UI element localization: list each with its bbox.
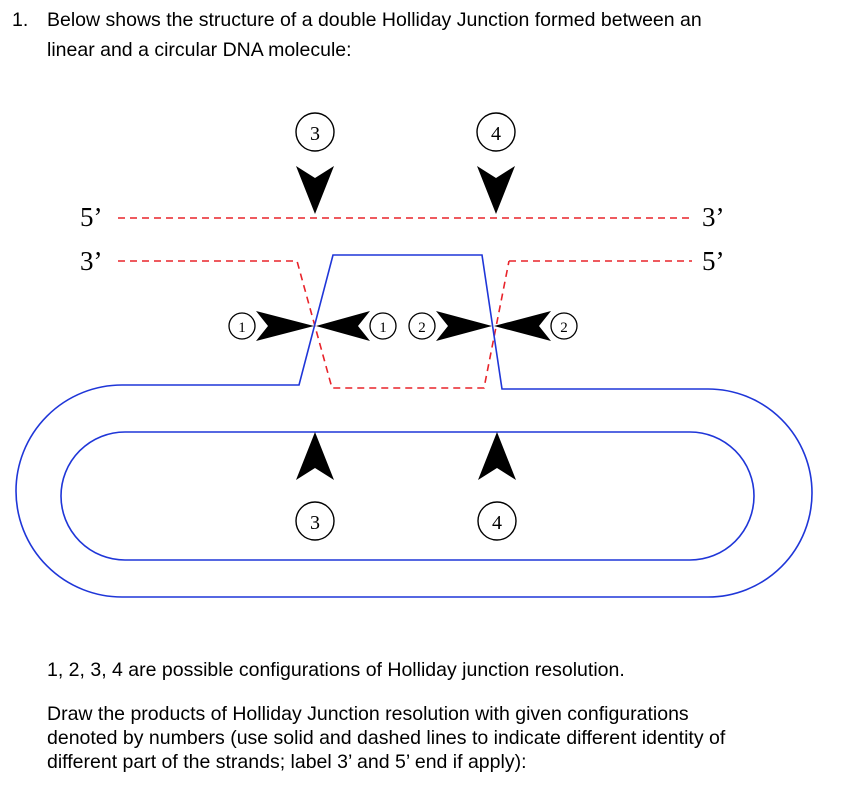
marker-circle [477,501,517,541]
arrowhead-up-icon [296,432,334,480]
side-marker-2-left: 2 [408,311,492,341]
marker-label: 4 [492,512,502,534]
marker-circle [476,112,516,152]
question-text-line1: Below shows the structure of a double Ho… [47,9,702,31]
circular-outer-strand [15,254,813,598]
marker-circle [369,312,397,340]
configurations-note: 1, 2, 3, 4 are possible configurations o… [47,659,625,681]
arrowhead-right-icon [256,311,314,341]
linear-dna [118,217,692,389]
marker-circle [228,312,256,340]
double-holliday-junction-diagram: 5’ 3’ 3’ 5’ 3 4 1 1 2 2 3 [15,112,813,598]
question-number: 1. [12,9,29,31]
marker-label: 3 [310,512,320,534]
marker-circle [295,112,335,152]
question-text-line2: linear and a circular DNA molecule: [47,39,352,61]
marker-label: 3 [310,123,320,145]
end-label-left-top: 5’ [80,202,103,232]
marker-circle [408,312,436,340]
end-label-left-bottom: 3’ [80,246,103,276]
instruction-line1: Draw the products of Holliday Junction r… [47,703,689,725]
circular-inner-strand [60,431,755,561]
linear-bottom-strand-left [118,260,510,389]
arrowhead-right-icon [436,311,492,341]
side-marker-1-right: 1 [316,311,397,341]
side-marker-1-left: 1 [228,311,314,341]
top-marker-4: 4 [476,112,516,214]
instruction-line3: different part of the strands; label 3’ … [47,751,527,773]
bottom-marker-4: 4 [477,432,517,541]
instruction-line2: denoted by numbers (use solid and dashed… [47,727,726,749]
arrowhead-left-icon [494,311,551,341]
marker-label: 1 [238,320,246,336]
arrowhead-down-icon [296,166,334,214]
arrowhead-left-icon [316,311,370,341]
bottom-marker-3: 3 [295,432,335,541]
circular-dna [15,254,813,598]
end-label-right-bottom: 5’ [702,246,725,276]
side-marker-2-right: 2 [494,311,578,341]
marker-circle [550,312,578,340]
marker-label: 2 [418,320,426,336]
marker-label: 2 [560,320,568,336]
arrowhead-down-icon [477,166,515,214]
marker-label: 1 [379,320,387,336]
arrowhead-up-icon [478,432,516,480]
marker-label: 4 [491,123,501,145]
top-marker-3: 3 [295,112,335,214]
end-label-right-top: 3’ [702,202,725,232]
end-labels: 5’ 3’ 3’ 5’ [80,202,725,276]
marker-circle [295,501,335,541]
